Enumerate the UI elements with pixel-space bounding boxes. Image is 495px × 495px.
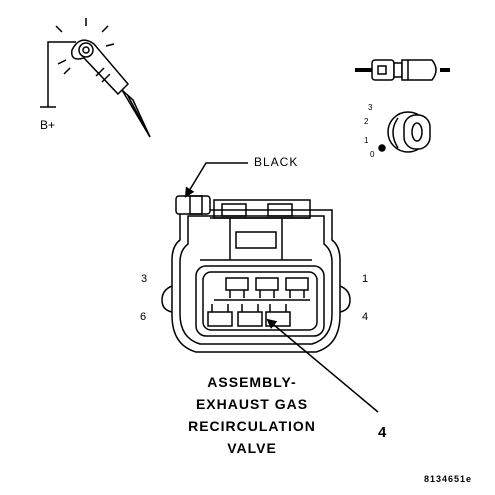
pin-label-3: 3 — [141, 273, 148, 285]
key-position-3: 3 — [368, 103, 373, 112]
key-position-1: 1 — [364, 136, 369, 145]
pin-label-4: 4 — [362, 311, 369, 323]
component-title-line-2: EXHAUST GAS — [195, 396, 309, 412]
key-position-2: 2 — [364, 117, 369, 126]
connector-body — [161, 195, 351, 353]
connector-color-label: BLACK — [254, 155, 299, 169]
pin-label-1: 1 — [362, 273, 369, 285]
pin-label-6: 6 — [140, 311, 147, 323]
component-title-line-1: ASSEMBLY- — [207, 374, 297, 390]
component-title-line-3: RECIRCULATION — [188, 418, 316, 434]
test-light-icon — [40, 18, 151, 138]
color-leader-line — [184, 162, 248, 198]
callout-number: 4 — [378, 424, 387, 441]
ignition-key-icon — [355, 59, 450, 153]
callout-leader-line — [266, 318, 379, 413]
supply-label: B+ — [40, 118, 56, 132]
key-position-0: 0 — [370, 150, 375, 159]
figure-id: 8134651e — [424, 474, 473, 484]
component-title-line-4: VALVE — [227, 440, 277, 456]
